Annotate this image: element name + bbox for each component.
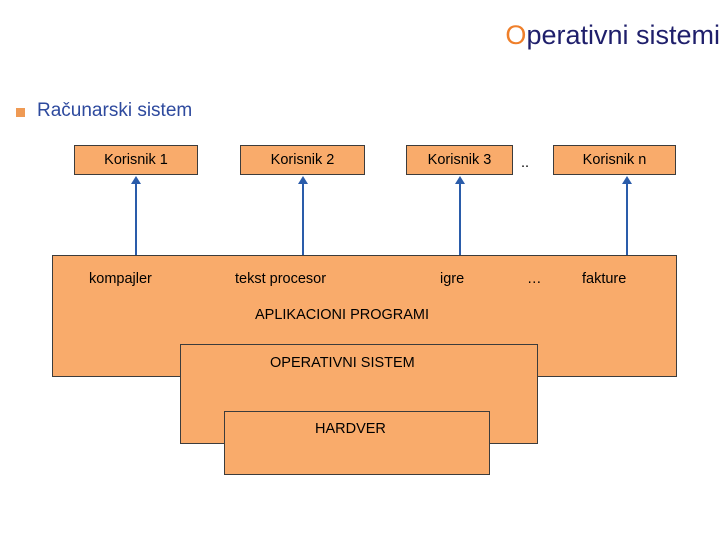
arrow-usern-to-app [626,183,628,259]
application-label-fakture: fakture [582,271,627,287]
user-box-1-label: Korisnik 1 [104,152,168,168]
application-label-tekst-procesor: tekst procesor [235,271,327,287]
layer-label-aplikacioni-programi: APLIKACIONI PROGRAMI [255,307,430,323]
application-label-ellipsis: … [527,271,542,287]
layer-box-hardver [224,411,490,475]
title-rest: perativni sistemi [526,20,720,50]
application-label-igre: igre [440,271,465,287]
title-accent-letter: O [505,20,527,50]
bullet-item-label: Računarski sistem [37,100,193,121]
user-box-3: Korisnik 3 [406,145,513,175]
application-label-kompajler: kompajler [89,271,152,287]
layer-label-hardver: HARDVER [315,421,386,437]
layer-label-operativni-sistem: OPERATIVNI SISTEM [270,355,415,371]
arrow-user1-to-app [135,183,137,259]
arrow-user2-to-app [302,183,304,259]
page-title: Operativni sistemi [505,20,720,51]
bullet-item-racunarski-sistem: Računarski sistem [16,100,192,122]
user-box-n: Korisnik n [553,145,676,175]
user-box-3-label: Korisnik 3 [427,152,492,168]
bullet-square-icon [16,107,25,117]
user-box-2-label: Korisnik 2 [270,152,335,168]
users-ellipsis: .. [521,155,530,171]
user-box-2: Korisnik 2 [240,145,365,175]
user-box-1: Korisnik 1 [74,145,198,175]
user-box-n-label: Korisnik n [582,152,647,168]
arrow-user3-to-app [459,183,461,259]
